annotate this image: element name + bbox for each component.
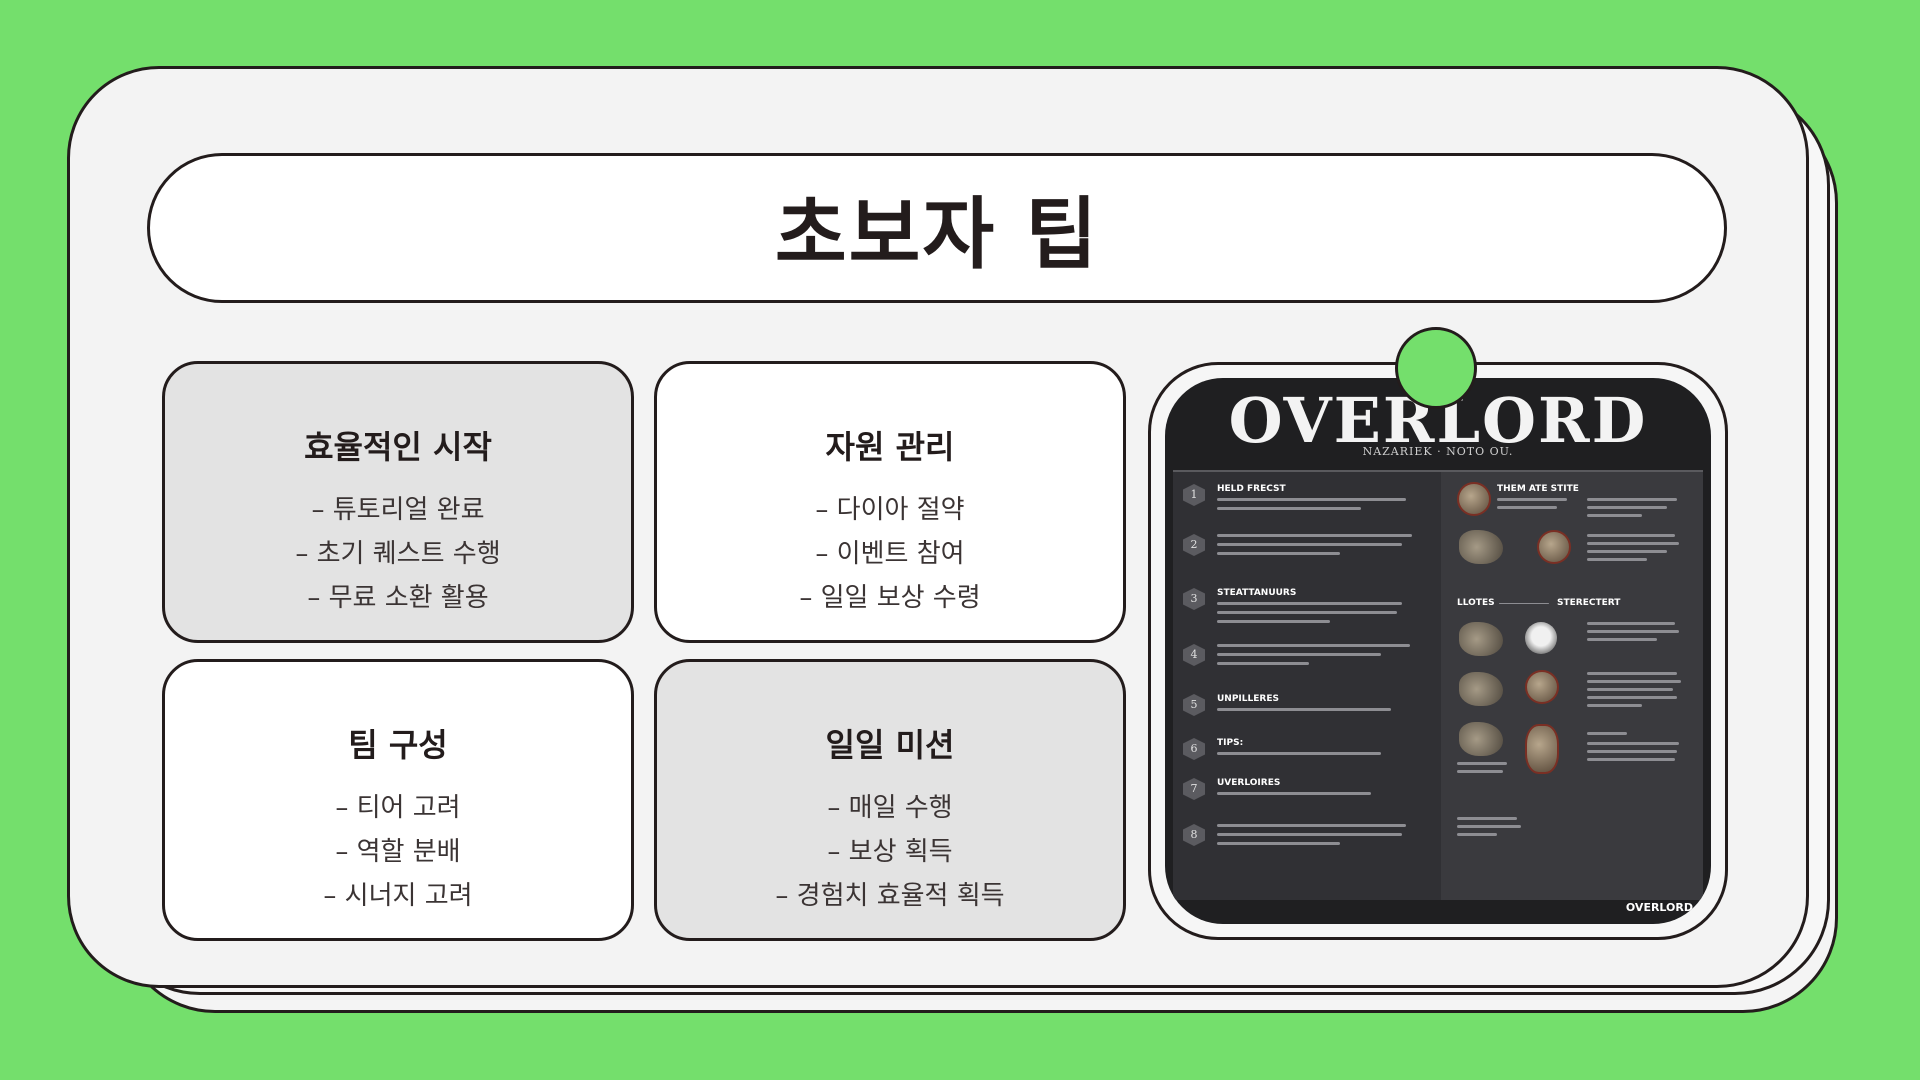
tip-item: – 무료 소환 활용 [307, 583, 489, 613]
step-number-badge: 4 [1183, 644, 1205, 666]
poster-section-heading: LLOTES [1457, 598, 1495, 608]
tip-list: – 튜토리얼 완료 – 초기 퀘스트 수행 – 무료 소환 활용 [295, 488, 500, 620]
creature-icon [1459, 622, 1503, 656]
step-number-badge: 8 [1183, 824, 1205, 846]
tip-list: – 매일 수행 – 보상 획득 – 경험치 효율적 획득 [775, 786, 1004, 918]
poster-left-column: 1 HELD FRECST 2 3 STEATTANUURS 4 5 UNPIL… [1173, 472, 1441, 900]
step-text [1217, 534, 1422, 561]
step-text [1217, 644, 1422, 671]
tip-list: – 티어 고려 – 역할 분배 – 시너지 고려 [323, 786, 472, 918]
tip-item: – 경험치 효율적 획득 [775, 881, 1005, 911]
skull-icon [1525, 622, 1557, 654]
step-heading: HELD FRECST [1217, 484, 1286, 494]
tip-item: – 초기 퀘스트 수행 [295, 539, 501, 569]
pin-dot [1395, 327, 1477, 409]
step-text [1217, 792, 1422, 801]
tip-item: – 이벤트 참여 [815, 539, 965, 569]
poster-subtitle: NAZARIEK · NOTO OU. [1362, 445, 1514, 458]
overlord-poster-image: OVERLORD NAZARIEK · NOTO OU. 1 HELD FREC… [1165, 378, 1711, 924]
step-heading: STEATTANUURS [1217, 588, 1297, 598]
step-number-badge: 6 [1183, 738, 1205, 760]
poster-section-heading: STERECTERT [1557, 598, 1621, 608]
tip-card-efficient-start: 효율적인 시작 – 튜토리얼 완료 – 초기 퀘스트 수행 – 무료 소환 활용 [162, 361, 634, 643]
tip-item: – 튜토리얼 완료 [311, 495, 485, 525]
step-number-badge: 2 [1183, 534, 1205, 556]
creature-icon [1459, 672, 1503, 706]
tip-card-heading: 팀 구성 [348, 726, 448, 764]
tip-card-team-composition: 팀 구성 – 티어 고려 – 역할 분배 – 시너지 고려 [162, 659, 634, 941]
step-text [1217, 752, 1422, 761]
poster-footer-logo: OVERLORD [1625, 901, 1693, 914]
tip-item: – 매일 수행 [827, 793, 953, 823]
warrior-icon [1525, 724, 1559, 774]
tip-item: – 다이아 절약 [815, 495, 965, 525]
step-text [1217, 824, 1422, 851]
tip-item: – 일일 보상 수령 [799, 583, 981, 613]
step-heading: UNPILLERES [1217, 694, 1279, 704]
tip-item: – 티어 고려 [335, 793, 461, 823]
tip-item: – 시너지 고려 [323, 881, 473, 911]
creature-icon [1459, 530, 1503, 564]
page-title: 초보자 팁 [774, 190, 1100, 280]
poster-section-heading: THEM ATE STITE [1497, 484, 1579, 494]
tip-card-resource-management: 자원 관리 – 다이아 절약 – 이벤트 참여 – 일일 보상 수령 [654, 361, 1126, 643]
tip-card-daily-missions: 일일 미션 – 매일 수행 – 보상 획득 – 경험치 효율적 획득 [654, 659, 1126, 941]
tip-item: – 역할 분배 [335, 837, 461, 867]
step-heading: UVERLOIRES [1217, 778, 1281, 788]
step-number-badge: 5 [1183, 694, 1205, 716]
step-text [1217, 498, 1422, 516]
step-number-badge: 1 [1183, 484, 1205, 506]
step-number-badge: 7 [1183, 778, 1205, 800]
tip-card-heading: 일일 미션 [825, 726, 955, 764]
step-number-badge: 3 [1183, 588, 1205, 610]
emblem-icon [1537, 530, 1571, 564]
tip-item: – 보상 획득 [827, 837, 953, 867]
title-banner: 초보자 팁 [147, 153, 1727, 303]
poster-body: 1 HELD FRECST 2 3 STEATTANUURS 4 5 UNPIL… [1173, 470, 1703, 900]
tip-card-heading: 자원 관리 [825, 428, 955, 466]
emblem-icon [1525, 670, 1559, 704]
step-heading: TIPS: [1217, 738, 1244, 748]
tip-list: – 다이아 절약 – 이벤트 참여 – 일일 보상 수령 [799, 488, 980, 620]
character-portrait-icon [1457, 482, 1491, 516]
step-text [1217, 708, 1422, 717]
step-text [1217, 602, 1422, 629]
poster-right-column: THEM ATE STITE LLOTES STERECTERT [1449, 472, 1699, 900]
tip-card-heading: 효율적인 시작 [304, 428, 492, 466]
creature-icon [1459, 722, 1503, 756]
